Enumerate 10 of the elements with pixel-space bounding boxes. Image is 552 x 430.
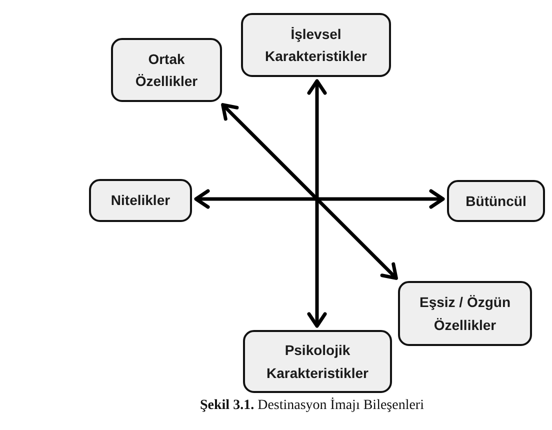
concept-box: Psikolojik Karakteristikler [243,330,392,393]
figure-caption: Şekil 3.1. Destinasyon İmajı Bileşenleri [200,398,424,414]
concept-box: Eşsiz / Özgün Özellikler [398,281,532,346]
concept-box: İşlevsel Karakteristikler [241,13,391,77]
concept-box: Ortak Özellikler [111,38,222,102]
double-arrow [221,103,398,280]
concept-box: Nitelikler [89,179,192,222]
double-arrow [307,79,327,328]
double-arrow [194,189,445,209]
concept-box: Bütüncül [447,180,545,222]
